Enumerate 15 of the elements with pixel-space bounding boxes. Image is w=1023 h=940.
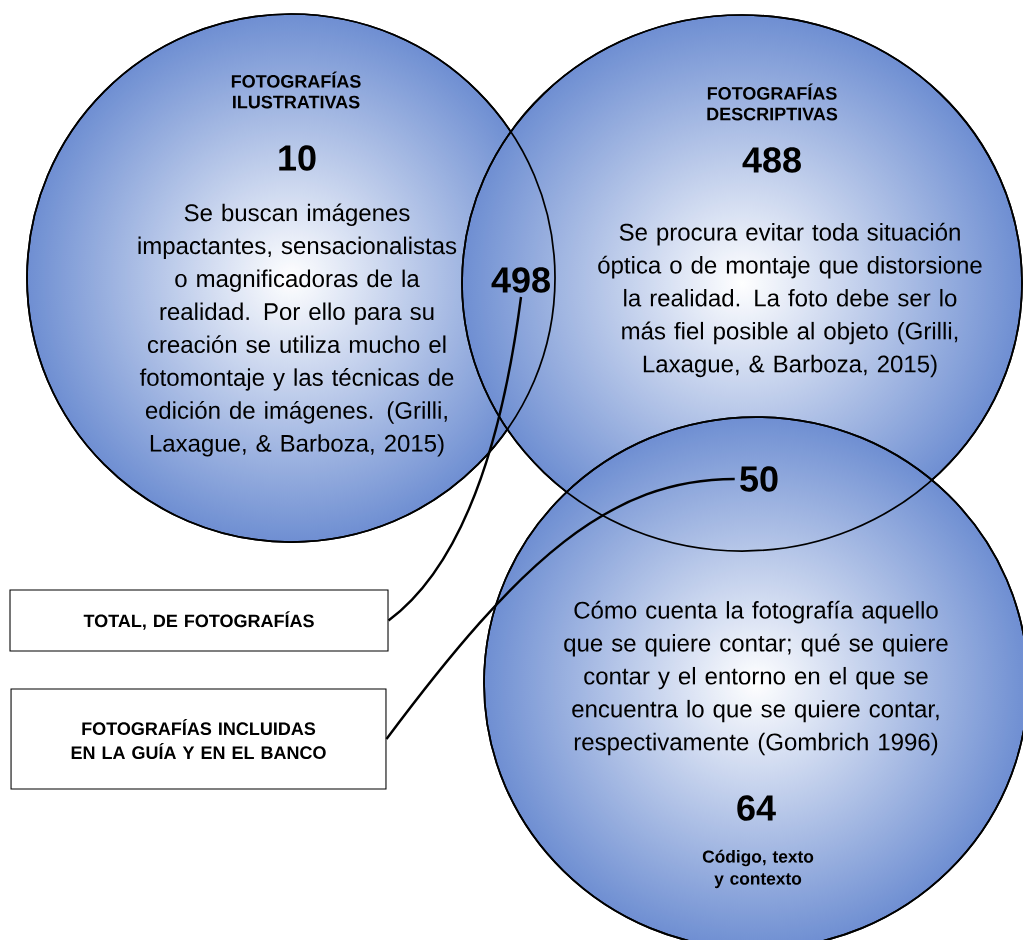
circle-title: FOTOGRAFÍAS ILUSTRATIVAS (231, 71, 361, 109)
count-number: 498 (491, 267, 550, 293)
leader-line (387, 296, 523, 622)
leader-line (385, 477, 735, 740)
description-text: Se buscan imágenes impactantes, sensacionalistas o magnificadoras de la realidad. Por ello para su creación se utiliza mucho el fotomontaje y las técnicas de edición de imágenes. (Grilli, Laxague, & Barboza, 2015) (138, 203, 457, 457)
count-number: 64 (737, 795, 776, 821)
label-box: FOTOGRAFÍAS INCLUIDAS EN LA GUÍA Y EN EL BANCO (10, 688, 387, 790)
description-text: Se procura evitar toda situación óptica o de montaje que distorsione la realidad. La foto debe ser lo más fiel posible al objeto (Grilli, Laxague, & Barboza, 2015) (598, 222, 982, 378)
label-box: TOTAL, DE FOTOGRAFÍAS (9, 589, 389, 652)
circle-title: FOTOGRAFÍAS DESCRIPTIVAS (707, 83, 838, 121)
count-number: 488 (742, 147, 801, 173)
count-number: 50 (740, 466, 778, 492)
count-number: 10 (279, 145, 316, 171)
description-text: Cómo cuenta la fotografía aquello que se quiere contar; qué se quiere contar y el entorno en el que se encuentra lo que se quiere contar, respectivamente (Gombrich 1996) (564, 600, 948, 756)
circle-subtitle: Código, texto y contexto (702, 849, 814, 889)
